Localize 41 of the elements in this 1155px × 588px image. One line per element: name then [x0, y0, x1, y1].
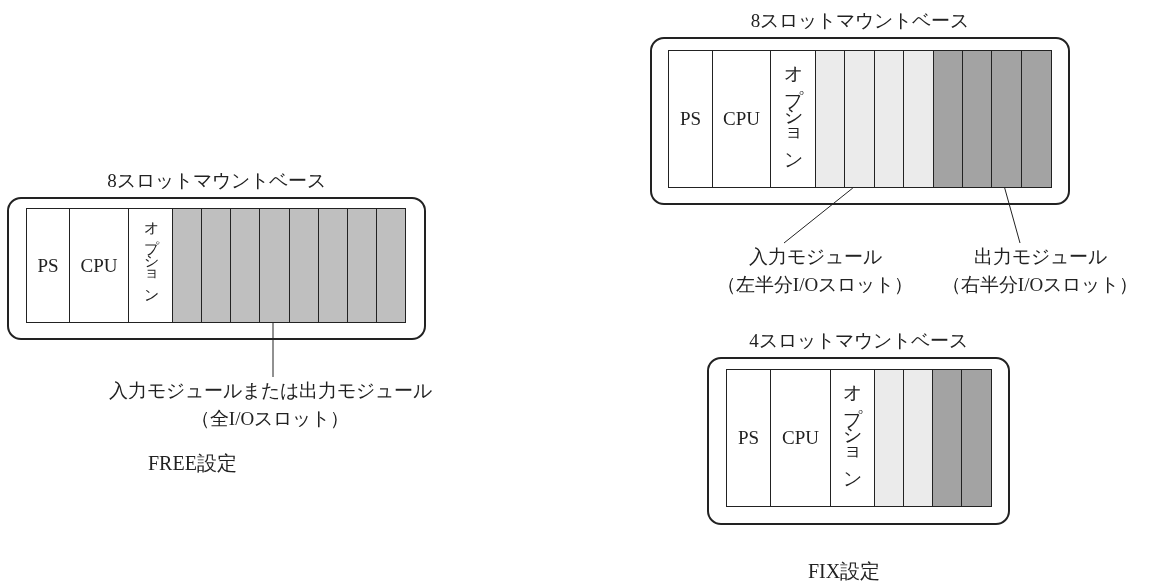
module-box: CPU [69, 208, 129, 323]
io-slot [288, 208, 319, 323]
io-slot [346, 208, 377, 323]
callout-text: 入力モジュールまたは出力モジュール [107, 379, 433, 403]
io-slot [874, 369, 905, 507]
option-module-box: オプション [830, 369, 875, 507]
base-heading: 8スロットマウントベース [106, 170, 327, 192]
io-slot [201, 208, 232, 323]
io-slot [230, 208, 261, 323]
leader-line [272, 322, 274, 378]
option-module-box: オプション [770, 50, 816, 188]
io-slot [259, 208, 290, 323]
io-slot [375, 208, 406, 323]
module-box: CPU [770, 369, 831, 507]
leader-line [1004, 187, 1021, 244]
leader-line [783, 187, 854, 244]
io-slot [961, 369, 992, 507]
io-slot [317, 208, 348, 323]
io-slot [172, 208, 203, 323]
io-slot [815, 50, 846, 188]
callout-text: （右半分I/Oスロット） [940, 273, 1140, 297]
setting-caption: FREE設定 [148, 451, 237, 476]
callout-text: 出力モジュール [972, 245, 1108, 269]
module-box: PS [668, 50, 713, 188]
module-box: CPU [712, 50, 771, 188]
base-heading: 4スロットマウントベース [748, 330, 969, 352]
io-slot [844, 50, 876, 188]
setting-caption: FIX設定 [808, 559, 881, 584]
callout-text: 入力モジュール [747, 245, 883, 269]
io-slot [991, 50, 1023, 188]
base-heading: 8スロットマウントベース [749, 10, 971, 32]
io-slot [932, 369, 963, 507]
io-slot [1020, 50, 1052, 188]
callout-text: （全I/Oスロット） [189, 407, 351, 431]
callout-text: （左半分I/Oスロット） [715, 273, 915, 297]
io-slot [903, 50, 934, 188]
module-box: PS [726, 369, 771, 507]
module-box: PS [26, 208, 70, 323]
option-module-box: オプション [128, 208, 173, 323]
io-slot-area [172, 208, 405, 323]
io-slot [903, 369, 934, 507]
